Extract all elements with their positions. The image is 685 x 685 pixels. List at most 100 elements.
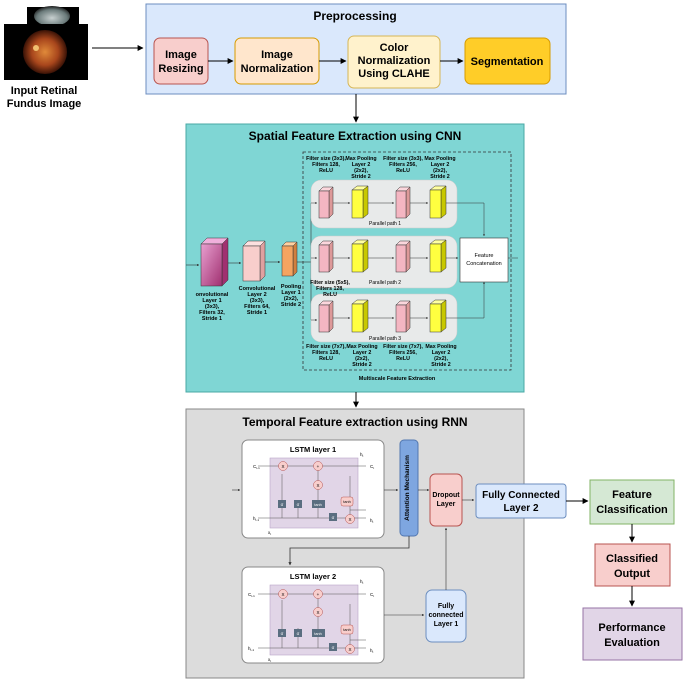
parallel-path-1 (310, 179, 458, 229)
svg-text:X: X (281, 464, 284, 469)
svg-text:σ: σ (281, 631, 284, 636)
resize-l1: Image (165, 49, 197, 61)
svg-text:Layer 2: Layer 2 (431, 162, 450, 168)
svg-text:tanh: tanh (343, 628, 350, 632)
svg-text:X: X (348, 517, 351, 522)
path-2-label: Filter size (5x5), Filters 128, ReLU (310, 280, 350, 298)
lstm-2-cell: X + X X tanh tanh σ σ σ Ct-1 Ct ht-1 ht … (248, 579, 374, 663)
resize-step (153, 37, 209, 85)
path-3-blocks (318, 299, 447, 333)
svg-text:xt: xt (268, 530, 271, 536)
svg-text:Filters 32,: Filters 32, (199, 310, 225, 316)
svg-text:X: X (281, 592, 284, 597)
svg-text:Filter size (5x5),: Filter size (5x5), (310, 280, 350, 286)
svg-text:σ: σ (332, 645, 335, 650)
feat-l1: Feature (612, 489, 652, 501)
conv-layer-1-label: onvolutional Layer 1 (3x3), Filters 32, … (196, 292, 229, 322)
svg-text:σ: σ (281, 502, 284, 507)
dropout-l1: Dropout (432, 492, 460, 499)
feature-concatenation (459, 237, 509, 283)
svg-text:Ct-1: Ct-1 (248, 592, 255, 598)
svg-text:Filters 128,: Filters 128, (312, 162, 340, 168)
resize-l2: Resizing (158, 63, 203, 75)
fc1-l2: connected (428, 612, 463, 619)
cls-l1: Classified (606, 553, 658, 565)
svg-text:tanh: tanh (314, 503, 321, 507)
svg-text:X: X (316, 610, 319, 615)
svg-text:σ: σ (297, 502, 300, 507)
lstm-1-cell: X + X X tanh tanh σ σ σ Ct-1 Ct ht-1 ht … (253, 452, 374, 536)
conv-layer-2-block (242, 240, 266, 282)
svg-text:Filters 256,: Filters 256, (389, 162, 417, 168)
svg-text:Stride 2: Stride 2 (352, 362, 371, 368)
svg-text:(2x2),: (2x2), (284, 296, 299, 302)
svg-text:Stride 2: Stride 2 (281, 302, 301, 308)
clahe-step (347, 35, 441, 89)
seg-l1: Segmentation (471, 56, 544, 68)
feat-l2: Classification (596, 504, 668, 516)
svg-text:Stride 1: Stride 1 (202, 316, 222, 322)
concat-l1: Feature (475, 253, 494, 259)
clahe-l3: Using CLAHE (358, 68, 430, 80)
classified-output (594, 543, 671, 587)
svg-text:Filter size (7x7),: Filter size (7x7), (306, 344, 346, 350)
svg-text:Filters 128,: Filters 128, (312, 350, 340, 356)
svg-text:ht: ht (360, 579, 364, 585)
preprocessing-title: Preprocessing (313, 9, 396, 23)
svg-text:Layer 2: Layer 2 (353, 350, 372, 356)
svg-text:ht-1: ht-1 (253, 516, 259, 522)
pooling-layer-1-label: Pooling Layer 1 (2x2), Stride 2 (281, 284, 301, 308)
pooling-layer-1-block (281, 241, 298, 277)
conv-layer-2-label: Convolutional Layer 2 (3x3), Filters 64,… (239, 286, 276, 316)
multiscale-label: Multiscale Feature Extraction (359, 376, 436, 382)
svg-text:Pooling: Pooling (281, 284, 301, 290)
path-arrows (311, 202, 518, 321)
svg-text:Max Pooling: Max Pooling (346, 344, 377, 350)
svg-text:Max Pooling: Max Pooling (345, 156, 376, 162)
svg-text:+: + (317, 592, 320, 597)
svg-text:σ: σ (332, 515, 335, 520)
svg-text:σ: σ (297, 631, 300, 636)
svg-text:ht: ht (370, 648, 374, 654)
path-2-blocks (318, 239, 447, 273)
svg-text:Filters 128,: Filters 128, (316, 286, 344, 292)
path-3-label: Parallel path 3 (369, 336, 401, 342)
svg-text:Stride 2: Stride 2 (430, 174, 449, 180)
norm-l1: Image (261, 49, 293, 61)
input-image (4, 6, 88, 80)
svg-text:xt: xt (268, 657, 271, 663)
svg-text:+: + (317, 464, 320, 469)
perf-l2: Evaluation (604, 637, 660, 649)
parallel-path-2 (310, 235, 458, 289)
svg-text:Layer 1: Layer 1 (202, 298, 221, 304)
svg-text:Stride 2: Stride 2 (431, 362, 450, 368)
rnn-title: Temporal Feature extraction using RNN (242, 415, 467, 429)
svg-text:Filter size (7x7),: Filter size (7x7), (383, 344, 423, 350)
svg-text:Filters 256,: Filters 256, (389, 350, 417, 356)
path-1-blocks (318, 185, 447, 219)
concat-l2: Concatenation (466, 261, 501, 267)
svg-text:Stride 1: Stride 1 (247, 310, 267, 316)
dropout-layer (429, 473, 463, 527)
svg-text:ReLU: ReLU (319, 168, 333, 174)
path-1-label: Parallel path 1 (369, 221, 401, 227)
svg-text:Layer 2: Layer 2 (432, 350, 451, 356)
svg-text:Filters 64,: Filters 64, (244, 304, 270, 310)
svg-text:tanh: tanh (343, 500, 350, 504)
svg-text:(2x2),: (2x2), (433, 168, 447, 174)
norm-l2: Normalization (241, 63, 314, 75)
input-label-2: Fundus Image (7, 98, 82, 110)
input-label: Input Retinal (11, 85, 78, 97)
svg-text:(2x2),: (2x2), (354, 168, 368, 174)
svg-text:(3x3),: (3x3), (250, 298, 265, 304)
lstm1-title: LSTM layer 1 (290, 445, 336, 454)
normalization-step (234, 37, 320, 85)
fc1-l3: Layer 1 (434, 621, 459, 628)
conv-layer-1-block (200, 237, 229, 287)
svg-text:ReLU: ReLU (319, 356, 333, 362)
arrow (288, 536, 410, 566)
performance-evaluation (582, 607, 683, 661)
fc1-l1: Fully (438, 603, 454, 610)
fc2-l2: Layer 2 (503, 503, 538, 514)
